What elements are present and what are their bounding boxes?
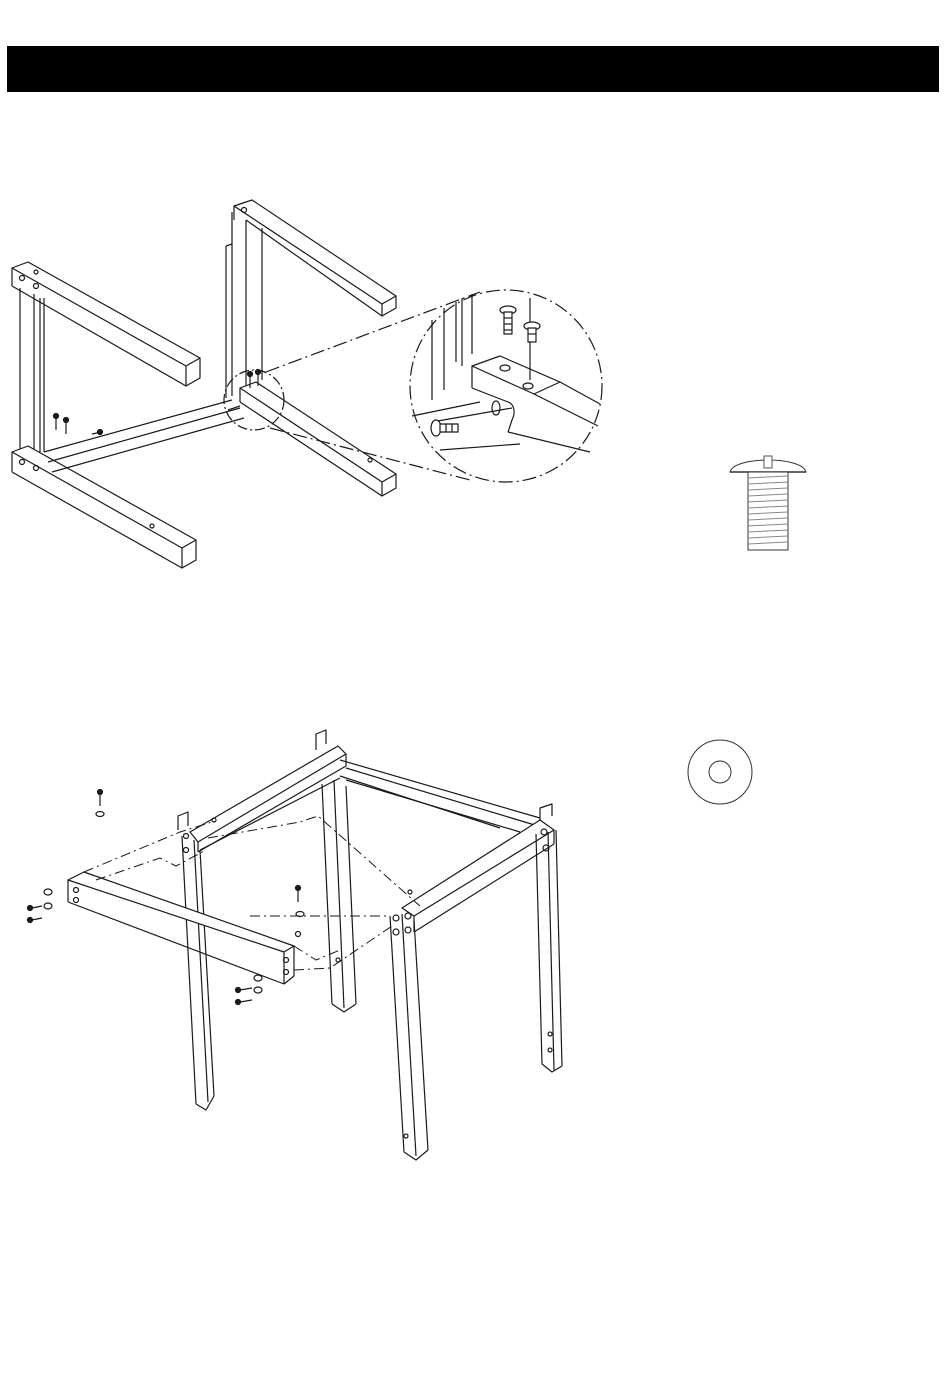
front-right-leg: [390, 913, 428, 1160]
right-bottom-arm: [240, 382, 396, 496]
header-bar: [7, 46, 939, 92]
detail-callout: [410, 290, 602, 482]
right-top-arm: [234, 200, 396, 316]
top-side-rail: [340, 760, 540, 832]
front-bar-exploded: [68, 872, 294, 984]
leg-assembly-illustration: [0, 720, 620, 1170]
back-right-leg: [322, 780, 356, 1012]
bolt-icon: [726, 452, 810, 552]
right-front-rail: [402, 804, 554, 932]
bolts-and-washers: [28, 790, 305, 1005]
frame-bolts: [54, 370, 261, 435]
left-vertical-post: [20, 288, 44, 458]
washer-icon: [684, 736, 756, 808]
left-back-leg: [178, 812, 214, 1110]
left-bottom-arm: [12, 446, 196, 568]
frame-assembly-illustration: [0, 190, 620, 580]
cross-beam: [44, 400, 244, 472]
far-right-leg: [536, 829, 562, 1072]
